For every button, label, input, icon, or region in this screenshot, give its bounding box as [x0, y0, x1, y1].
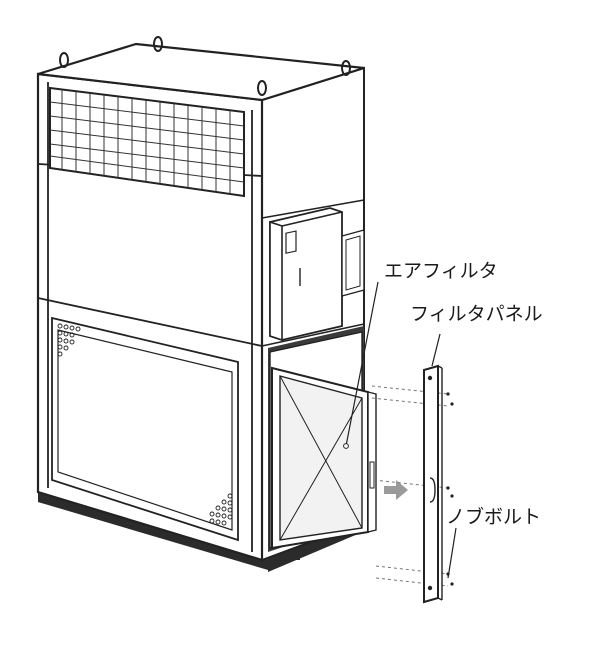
front-lower-panel: [51, 316, 239, 542]
leader-lines: [345, 281, 457, 579]
lifting-hooks: [59, 36, 351, 96]
knob-bolt-label: ノブボルト: [446, 506, 542, 528]
side-dividers: [261, 199, 365, 347]
filter-panel-label: フィルタパネル: [410, 303, 543, 325]
leader-ends: [343, 443, 349, 449]
direction-arrow: [384, 480, 408, 500]
air-filter: [271, 366, 377, 550]
knob-bolts: [446, 392, 454, 586]
air-filter-label: エアフィルタ: [384, 260, 498, 282]
filter-panel: [423, 364, 443, 604]
control-box: [269, 207, 365, 342]
cabinet-top-face: [37, 42, 365, 102]
top-grille: [49, 86, 245, 198]
